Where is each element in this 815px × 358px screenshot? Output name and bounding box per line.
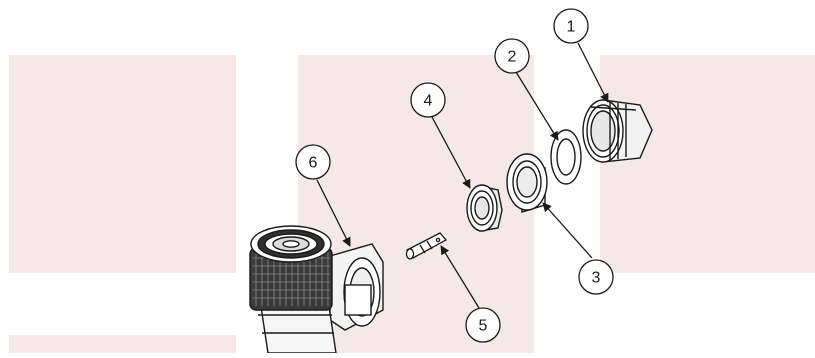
callout-label-4: 4 xyxy=(424,93,433,110)
callout-circle-3 xyxy=(578,259,614,295)
callout-circle-1 xyxy=(553,8,589,44)
callout-circle-5 xyxy=(465,307,501,343)
leader-line-4 xyxy=(431,116,471,189)
callout-label-6: 6 xyxy=(309,155,318,172)
leader-line-2 xyxy=(515,71,559,141)
leader-line-5 xyxy=(440,245,480,309)
callout-circle-4 xyxy=(410,82,446,118)
part-washer xyxy=(550,129,582,185)
panel-left-top xyxy=(9,55,236,273)
callout-circle-2 xyxy=(494,38,530,74)
part-clamp-ring xyxy=(466,184,503,232)
callout-label-2: 2 xyxy=(508,49,517,66)
callout-circle-6 xyxy=(295,144,331,180)
panel-right xyxy=(600,55,815,273)
callout-label-3: 3 xyxy=(592,270,601,287)
leader-line-6 xyxy=(316,179,351,247)
leader-line-1 xyxy=(577,42,609,103)
panel-left-bottom xyxy=(9,335,236,353)
callout-label-5: 5 xyxy=(479,318,488,335)
leader-line-3 xyxy=(542,202,593,259)
part-back-nut xyxy=(582,99,653,163)
callout-label-1: 1 xyxy=(567,19,576,36)
part-right-angle-connector xyxy=(249,225,384,354)
part-center-pin xyxy=(405,232,448,260)
